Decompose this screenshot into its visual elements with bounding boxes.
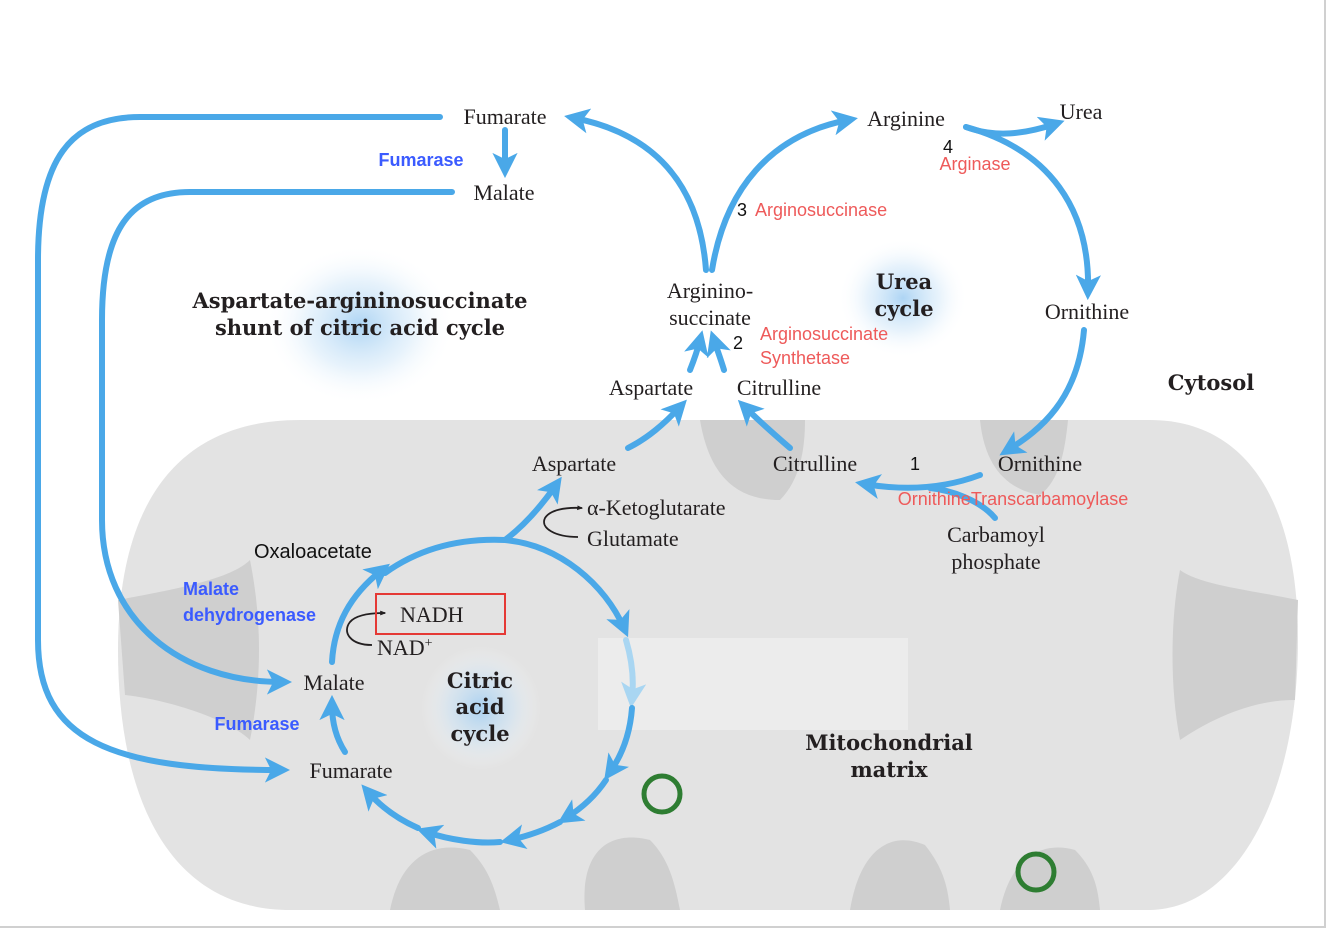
cac-arc-faded bbox=[621, 637, 647, 709]
label-mitochondrial-matrix-line1: Mitochondrial bbox=[805, 730, 973, 755]
label-argininosuccinate-line2: succinate bbox=[669, 305, 751, 330]
label-argininosuccinate-line1: Arginino- bbox=[667, 278, 753, 303]
label-fumarase-cytosol: Fumarase bbox=[378, 150, 463, 170]
cac-arc-bottom bbox=[416, 824, 503, 849]
label-oxaloacetate: Oxaloacetate bbox=[254, 541, 372, 563]
label-arginine: Arginine bbox=[867, 106, 945, 131]
cofactor-arrow-glutamate-to-akg bbox=[543, 505, 584, 538]
label-citric-acid-cycle-line2: acid bbox=[455, 694, 504, 719]
step-number-1: 1 bbox=[910, 454, 920, 474]
arrow-ornithine-to-citrulline bbox=[855, 472, 983, 499]
label-shunt-line2: shunt of citric acid cycle bbox=[215, 315, 505, 340]
label-cytosol: Cytosol bbox=[1168, 370, 1254, 395]
label-fumarate-cytosol: Fumarate bbox=[463, 104, 546, 129]
label-malate-dehydrogenase-line1: Malate bbox=[183, 579, 239, 599]
label-shunt-line1: Aspartate-argininosuccinate bbox=[192, 288, 528, 313]
cac-malate-to-oxaloacetate bbox=[329, 563, 390, 665]
cac-arc-right-mid bbox=[604, 705, 635, 781]
arrow-argininosuccinate-to-fumarate bbox=[564, 108, 709, 273]
label-fumarase-matrix: Fumarase bbox=[214, 714, 299, 734]
label-aspartate-matrix: Aspartate bbox=[532, 451, 616, 476]
arrow-aspartate-to-argininosuccinate bbox=[684, 330, 709, 373]
label-urea-cycle-line2: cycle bbox=[874, 296, 933, 321]
label-nadh: NADH bbox=[400, 602, 464, 627]
cac-oxaloacetate-to-branch bbox=[382, 536, 508, 576]
shunt-arrow-malate-to-matrix bbox=[99, 189, 455, 695]
label-malate-matrix: Malate bbox=[303, 670, 364, 695]
label-malate-dehydrogenase-line2: dehydrogenase bbox=[183, 605, 316, 625]
arrow-aspartate-export bbox=[625, 399, 687, 451]
label-citric-acid-cycle-line3: cycle bbox=[450, 721, 509, 746]
marker-circle-2 bbox=[1015, 851, 1057, 893]
label-carbamoyl-line2: phosphate bbox=[951, 549, 1040, 574]
label-fumarate-matrix: Fumarate bbox=[309, 758, 392, 783]
label-ornithine-transcarbamoylase: OrnithineTranscarbamoylase bbox=[898, 489, 1128, 509]
label-nad: NAD+ bbox=[377, 635, 433, 660]
label-ornithine-matrix: Ornithine bbox=[998, 451, 1082, 476]
label-aspartate-cytosol: Aspartate bbox=[609, 375, 693, 400]
label-synthetase-line2: Synthetase bbox=[760, 348, 850, 368]
arrow-argininosuccinate-to-arginine bbox=[709, 110, 858, 273]
arrow-citrulline-export bbox=[737, 399, 793, 451]
matrix-faint-panel bbox=[598, 638, 908, 730]
arrow-citrulline-to-argininosuccinate bbox=[706, 330, 731, 373]
label-carbamoyl-line1: Carbamoyl bbox=[947, 522, 1045, 547]
step-number-2: 2 bbox=[733, 333, 743, 353]
label-glutamate: Glutamate bbox=[587, 526, 679, 551]
shunt-glow bbox=[265, 245, 455, 405]
nadh-highlight-box bbox=[375, 593, 506, 635]
label-urea: Urea bbox=[1060, 99, 1103, 124]
label-arginosuccinase: Arginosuccinase bbox=[755, 200, 887, 220]
arrow-ornithine-to-matrix bbox=[999, 327, 1087, 456]
cac-fumarate-to-malate bbox=[319, 694, 348, 755]
label-malate-cytosol: Malate bbox=[473, 180, 534, 205]
label-mitochondrial-matrix-line2: matrix bbox=[850, 757, 928, 782]
cac-arc-bottom-right bbox=[500, 819, 563, 850]
arrow-carbamoyl-phosphate-joins bbox=[927, 485, 998, 521]
marker-circle-1 bbox=[641, 773, 683, 815]
citric-acid-cycle-glow bbox=[421, 646, 541, 770]
label-alpha-ketoglutarate: α-Ketoglutarate bbox=[587, 495, 726, 520]
cofactor-arrow-nad-to-nadh bbox=[346, 610, 387, 646]
cac-branch-to-aspartate bbox=[502, 476, 562, 543]
cac-arc-right-top bbox=[502, 537, 630, 638]
shunt-arrow-fumarate-to-matrix bbox=[35, 114, 443, 783]
label-citric-acid-cycle-line1: Citric bbox=[447, 668, 513, 693]
arrow-arginine-to-ornithine bbox=[963, 124, 1101, 301]
label-synthetase-line1: Arginosuccinate bbox=[760, 324, 888, 344]
label-citrulline-cytosol: Citrulline bbox=[737, 375, 821, 400]
step-number-3: 3 bbox=[737, 200, 747, 220]
label-citrulline-matrix: Citrulline bbox=[773, 451, 857, 476]
label-ornithine-cytosol: Ornithine bbox=[1045, 299, 1129, 324]
cac-arc-right-low bbox=[557, 777, 609, 824]
label-arginase: Arginase bbox=[939, 154, 1010, 174]
step-number-4: 4 bbox=[943, 137, 953, 157]
cac-arc-bottom-left bbox=[361, 784, 421, 831]
urea-cycle-glow bbox=[838, 238, 968, 358]
label-urea-cycle-line1: Urea bbox=[876, 269, 933, 294]
